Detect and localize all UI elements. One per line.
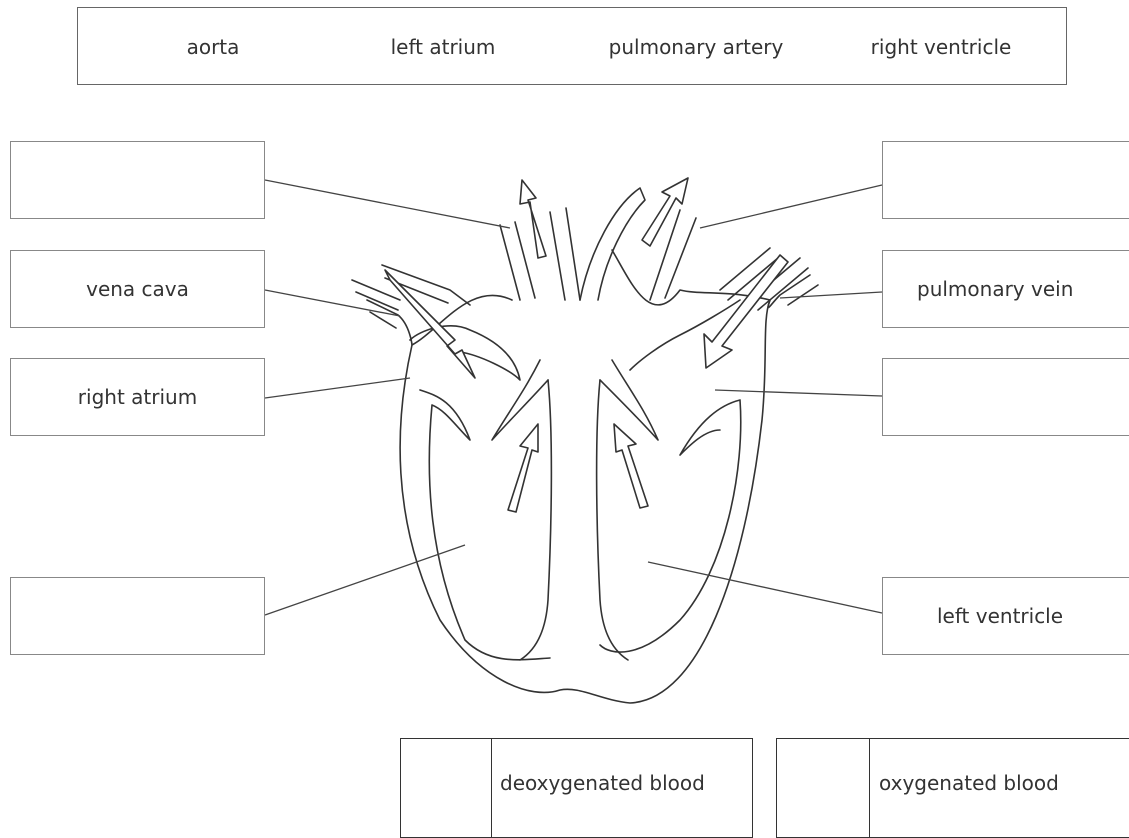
left-valve xyxy=(600,360,658,440)
label-box-right-top[interactable] xyxy=(882,141,1129,219)
arrow-left-ventricle-up xyxy=(614,424,648,508)
pulmonary-artery-vessel xyxy=(500,222,535,300)
label-box-vena-cava[interactable]: vena cava xyxy=(10,250,265,328)
leader-left-bottom xyxy=(265,545,465,615)
label-box-right-atrium[interactable]: right atrium xyxy=(10,358,265,436)
label-box-left-top[interactable] xyxy=(10,141,265,219)
arrow-aorta-up xyxy=(520,180,546,258)
key-oxygenated: oxygenated blood xyxy=(776,738,1129,838)
key-swatch-deoxygenated[interactable] xyxy=(401,739,492,837)
leader-pulmonary-vein xyxy=(780,292,882,298)
septum xyxy=(520,380,628,660)
right-valve xyxy=(492,360,548,440)
aorta-curve xyxy=(580,188,645,300)
key-label-oxygenated: oxygenated blood xyxy=(879,771,1059,795)
heart-outline xyxy=(400,250,770,703)
arrow-vena-cava-in xyxy=(385,270,475,378)
key-deoxygenated: deoxygenated blood xyxy=(400,738,753,838)
arrow-pulmonary-up xyxy=(642,178,688,246)
key-label-deoxygenated: deoxygenated blood xyxy=(500,771,705,795)
arrow-right-ventricle-up xyxy=(508,424,538,512)
leader-left-ventricle xyxy=(648,562,882,613)
label-box-right-middle[interactable] xyxy=(882,358,1129,436)
leader-right-middle xyxy=(715,390,882,396)
key-swatch-oxygenated[interactable] xyxy=(777,739,870,837)
arrow-pulmonary-vein-in xyxy=(704,255,788,368)
vena-cava-lower-2 xyxy=(352,280,400,310)
label-box-pulmonary-vein[interactable]: pulmonary vein xyxy=(882,250,1129,328)
label-box-left-ventricle[interactable]: left ventricle xyxy=(882,577,1129,655)
leader-left-top xyxy=(265,180,510,228)
aorta-vessel xyxy=(550,208,580,300)
leader-right-top xyxy=(700,185,882,228)
label-box-left-bottom[interactable] xyxy=(10,577,265,655)
leader-right-atrium xyxy=(265,378,410,398)
